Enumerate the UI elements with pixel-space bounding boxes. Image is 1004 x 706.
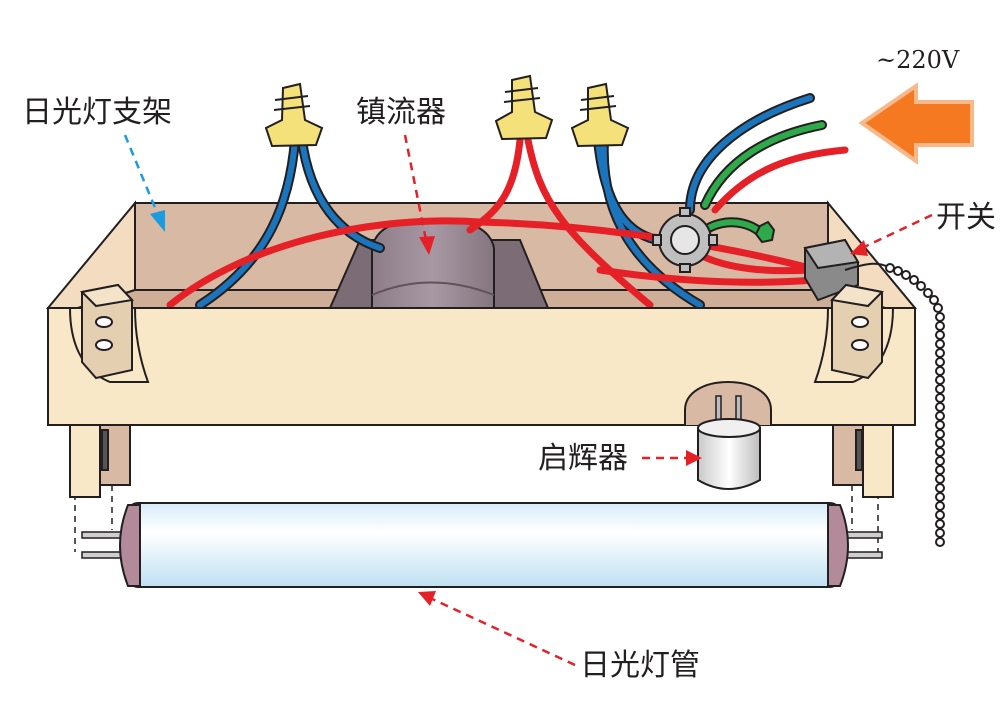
- wire-connector-middle: [496, 76, 552, 139]
- fixture-legs: [70, 425, 893, 497]
- wire-connector-right: [572, 84, 628, 146]
- switch-callout-line: [862, 215, 932, 248]
- wire-connectors: [266, 76, 628, 146]
- fixture-frame-front: [48, 308, 915, 425]
- fixture-label: 日光灯支架: [22, 95, 172, 130]
- wire-connector-left: [266, 84, 322, 146]
- tube-callout-line: [428, 597, 575, 665]
- fluorescent-tube: [82, 503, 882, 587]
- ballast-label: 镇流器: [356, 95, 446, 130]
- starter-label: 启辉器: [538, 441, 628, 476]
- tube-label: 日光灯管: [580, 648, 700, 683]
- power-input-arrow-icon: [862, 86, 972, 161]
- voltage-label: ~220V: [876, 46, 960, 74]
- lamp-socket-right: [832, 285, 882, 378]
- switch-label: 开关: [936, 200, 996, 235]
- lamp-socket-left: [82, 285, 132, 378]
